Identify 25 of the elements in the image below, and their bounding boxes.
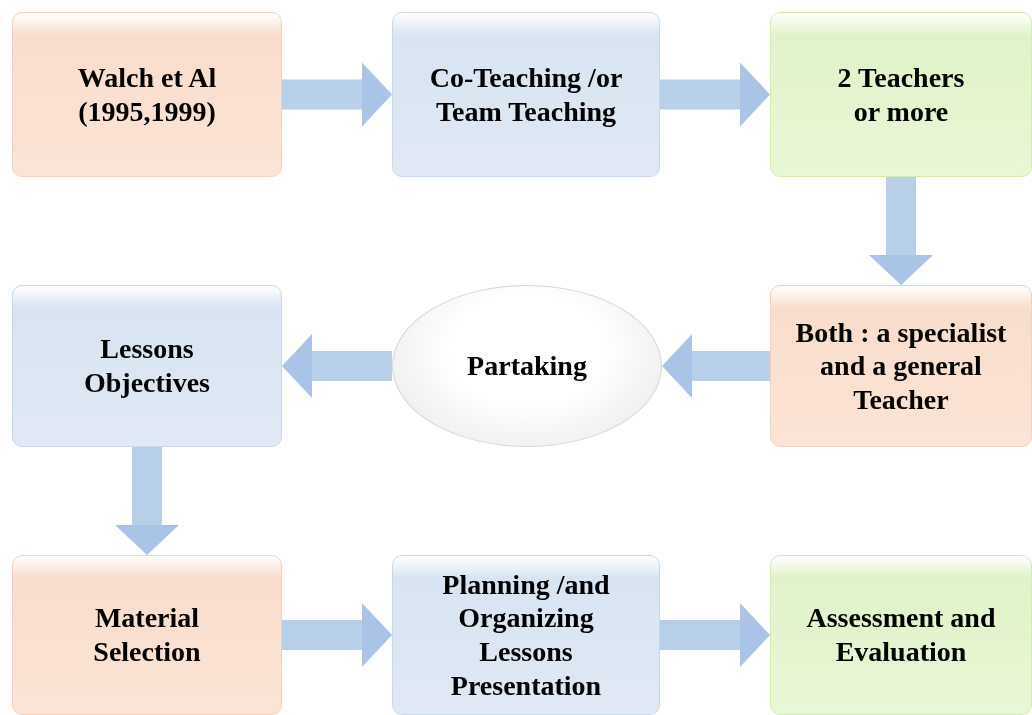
box-label: Assessment and Evaluation <box>805 601 997 669</box>
box-label: Material Selection <box>92 601 202 669</box>
process-box <box>392 555 660 715</box>
block-arrow <box>115 447 179 555</box>
block-arrow <box>282 334 392 398</box>
box-label: Lessons Objectives <box>83 332 211 400</box>
box-label: Co-Teaching /or Team Teaching <box>428 60 624 129</box>
block-arrow <box>282 603 392 667</box>
box-label: Both : a specialist and a general Teacher <box>794 315 1008 417</box>
box-label: Partaking <box>466 349 588 383</box>
process-box <box>770 12 1032 177</box>
block-arrow <box>662 334 770 398</box>
process-box <box>12 285 282 447</box>
process-box <box>392 12 660 177</box>
box-label: Planning /and Organizing Lessons Presentation <box>441 567 611 703</box>
box-label: Walch et Al (1995,1999) <box>76 60 218 129</box>
block-arrow <box>660 603 770 667</box>
block-arrow <box>282 62 392 127</box>
block-arrow <box>660 62 770 127</box>
box-label: 2 Teachers or more <box>836 60 966 129</box>
process-box <box>770 285 1032 447</box>
block-arrow <box>869 177 933 285</box>
process-box <box>12 12 282 177</box>
process-box <box>12 555 282 715</box>
process-box <box>770 555 1032 715</box>
